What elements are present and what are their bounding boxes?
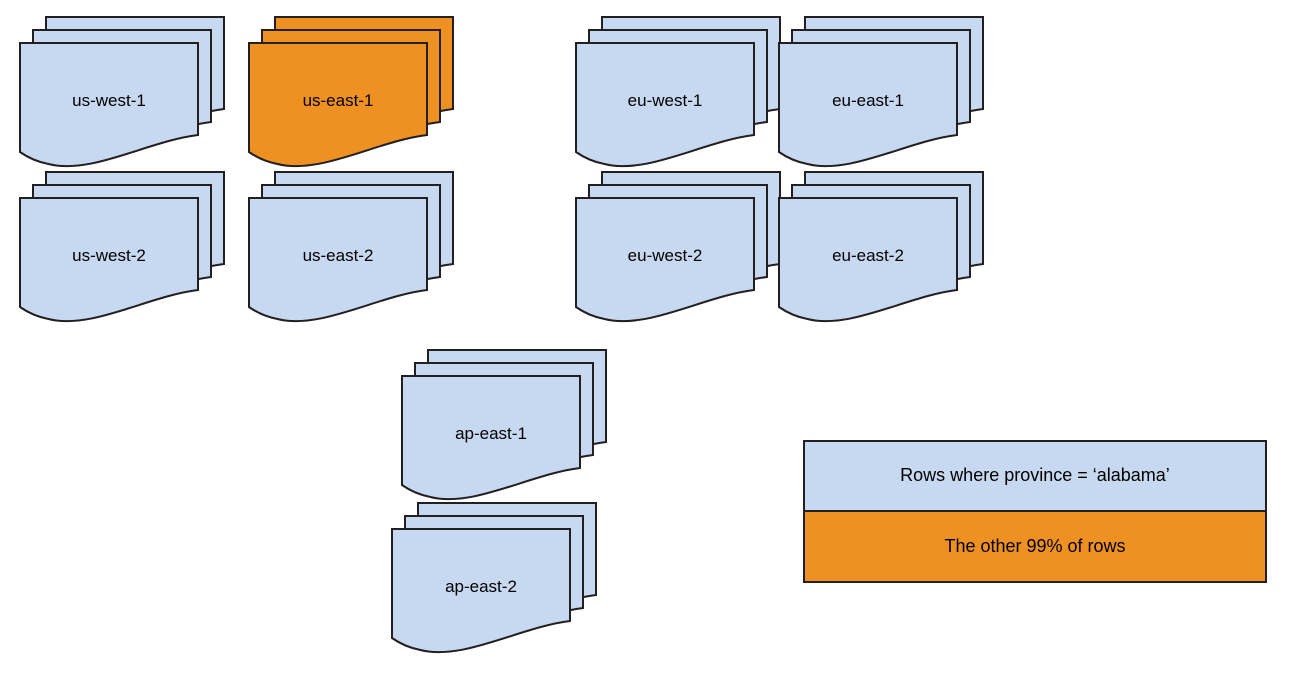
legend-row-matching: Rows where province = ‘alabama’ (805, 442, 1265, 512)
legend: Rows where province = ‘alabama’ The other… (803, 440, 1267, 583)
document-stack-us-west-2[interactable]: us-west-2 (19, 171, 260, 342)
document-stack-shape (575, 16, 781, 168)
document-stack-eu-west-2[interactable]: eu-west-2 (575, 171, 816, 342)
document-stack-ap-east-2[interactable]: ap-east-2 (391, 502, 632, 673)
document-sheet-front (248, 197, 428, 323)
document-stack-shape (248, 16, 454, 168)
document-stack-us-east-2[interactable]: us-east-2 (248, 171, 489, 342)
document-stack-eu-east-1[interactable]: eu-east-1 (778, 16, 1019, 187)
document-stack-us-west-1[interactable]: us-west-1 (19, 16, 260, 187)
legend-row-other: The other 99% of rows (805, 511, 1265, 581)
legend-label: Rows where province = ‘alabama’ (900, 465, 1170, 486)
document-stack-shape (391, 502, 597, 654)
document-sheet-front (575, 197, 755, 323)
document-sheet-front (19, 197, 199, 323)
document-stack-shape (575, 171, 781, 323)
document-sheet-front (401, 375, 581, 501)
document-stack-shape (778, 171, 984, 323)
document-stack-shape (248, 171, 454, 323)
legend-label: The other 99% of rows (944, 535, 1126, 556)
document-sheet-front (575, 42, 755, 168)
document-sheet-front (778, 42, 958, 168)
document-stack-shape (19, 16, 225, 168)
document-stack-shape (401, 349, 607, 501)
document-sheet-front (248, 42, 428, 168)
document-sheet-front (19, 42, 199, 168)
document-stack-ap-east-1[interactable]: ap-east-1 (401, 349, 642, 520)
document-sheet-front (391, 528, 571, 654)
document-stack-shape (19, 171, 225, 323)
document-stack-shape (778, 16, 984, 168)
document-stack-us-east-1[interactable]: us-east-1 (248, 16, 489, 187)
document-stack-eu-east-2[interactable]: eu-east-2 (778, 171, 1019, 342)
document-sheet-front (778, 197, 958, 323)
